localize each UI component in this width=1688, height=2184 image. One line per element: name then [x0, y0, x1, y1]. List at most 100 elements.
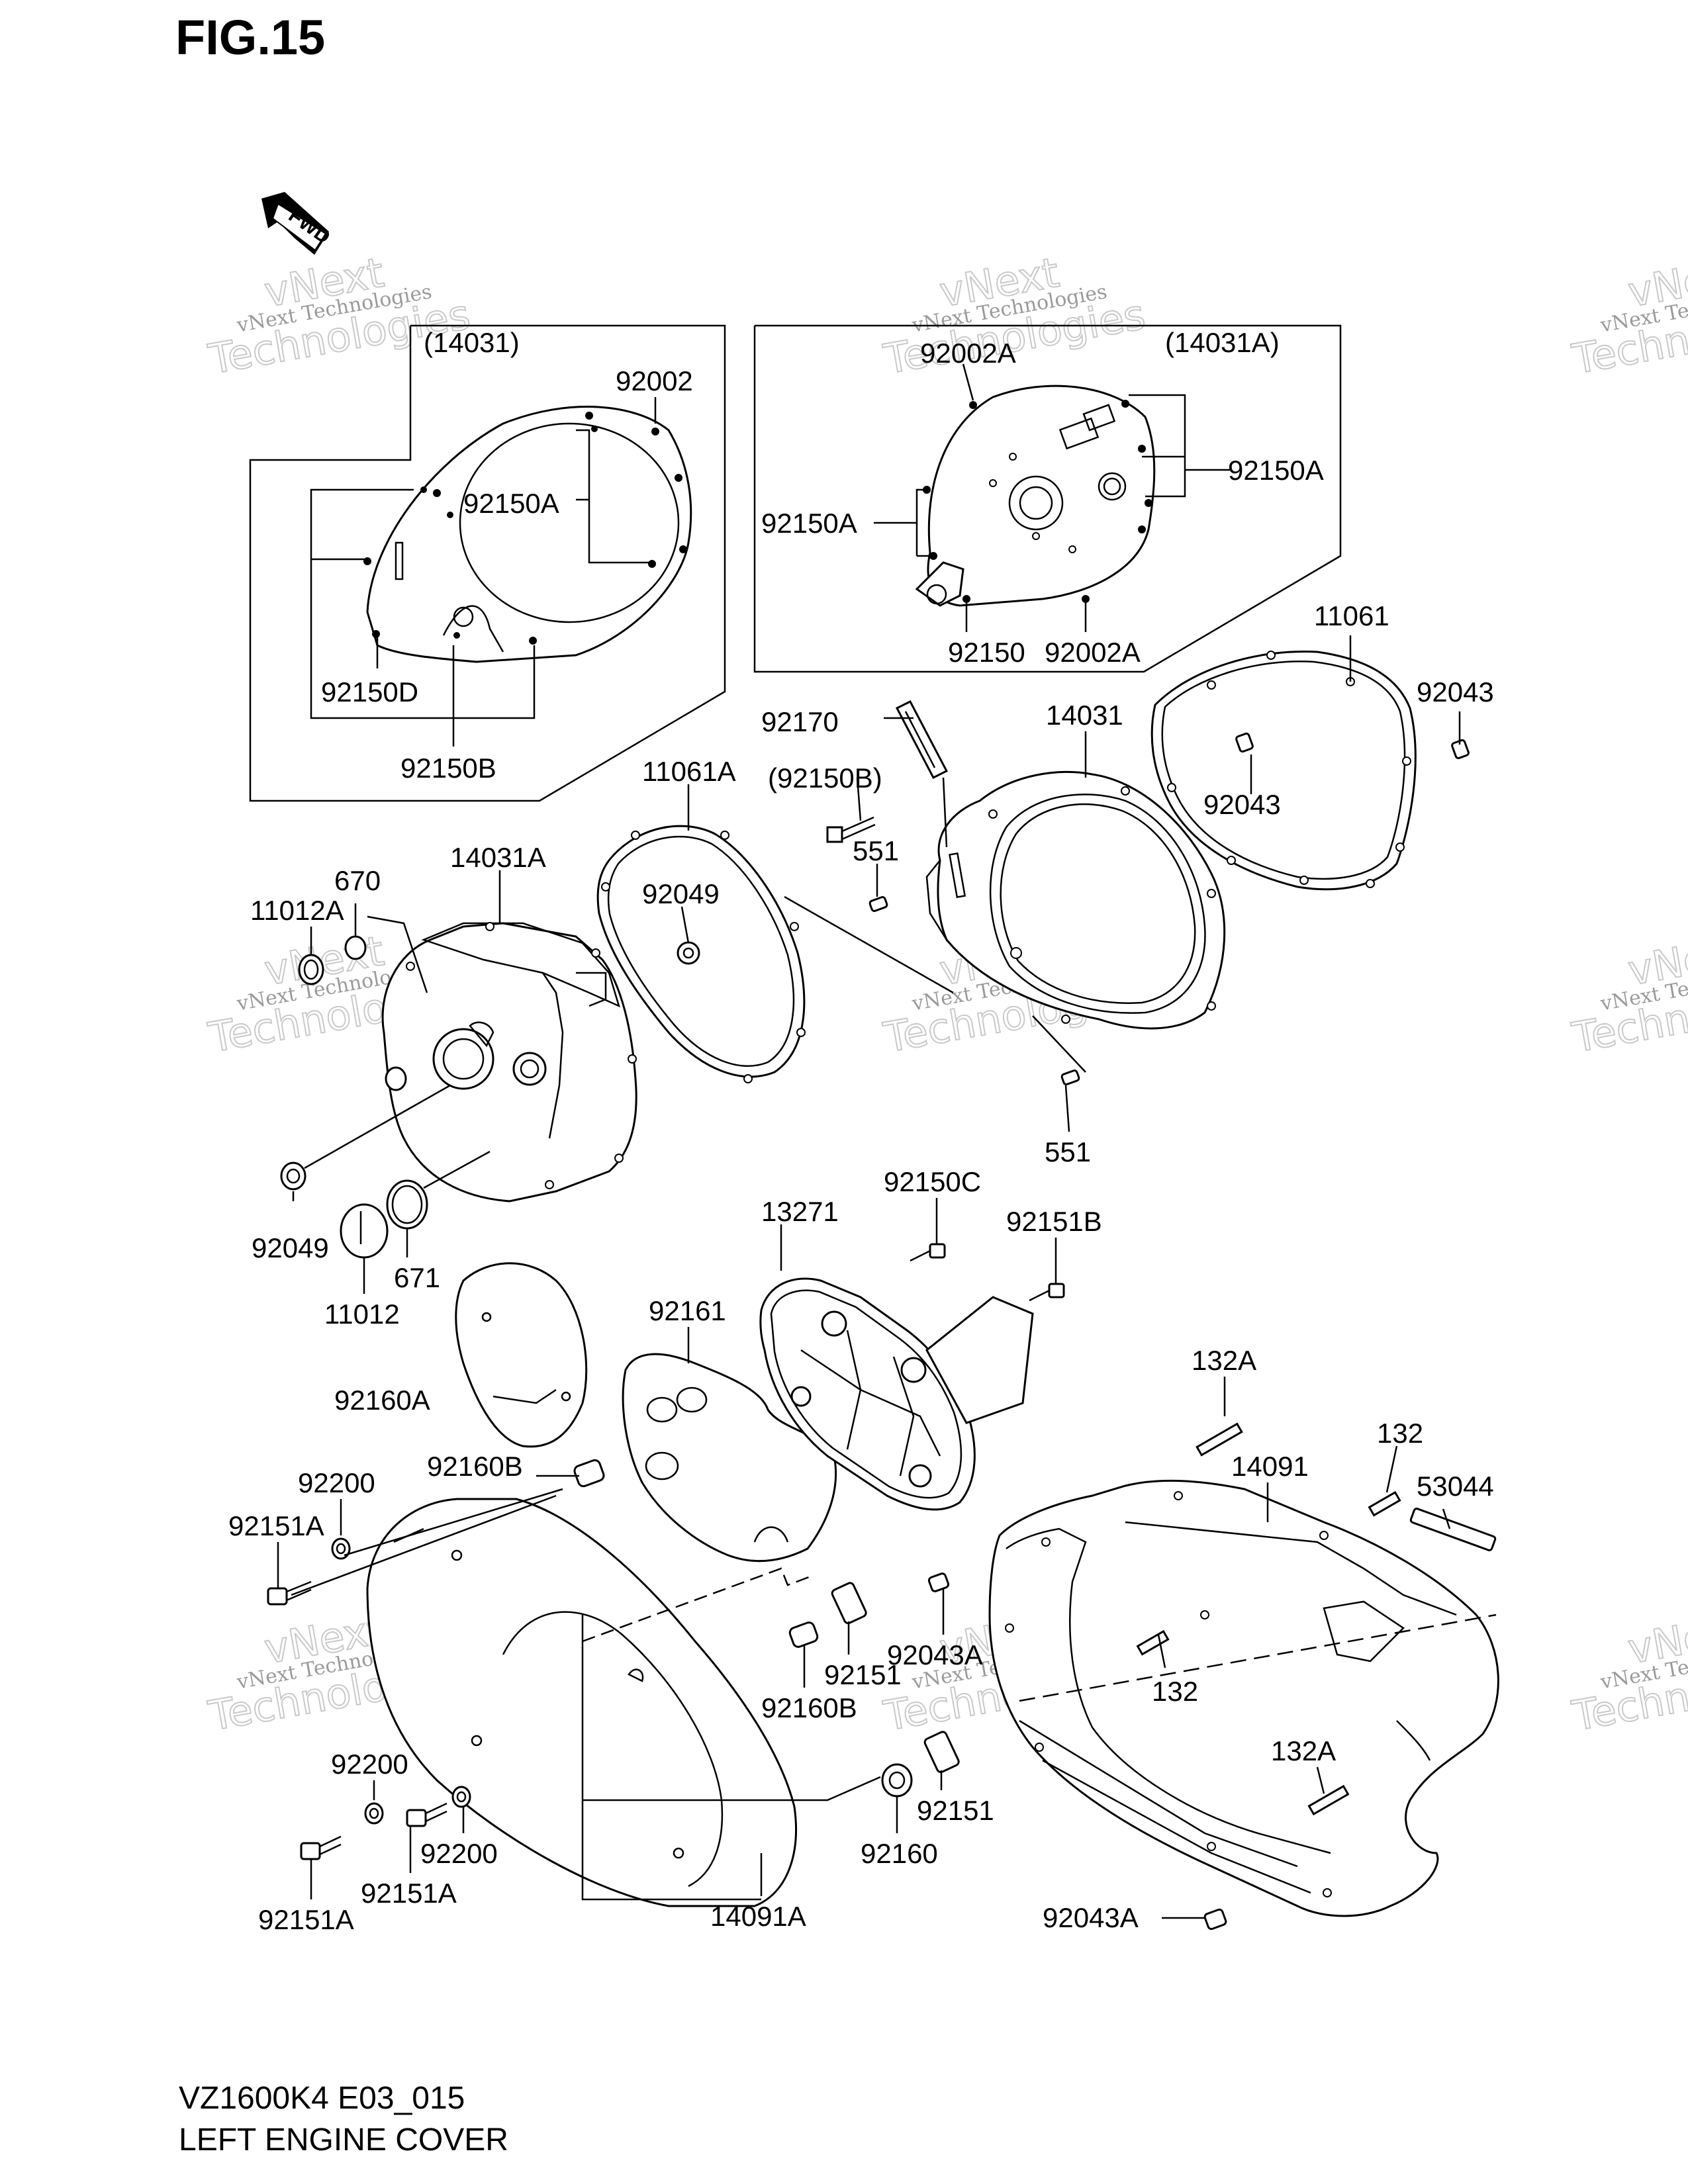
label-92151A-mid: 92151A: [361, 1878, 457, 1909]
damper-92161: [622, 1353, 837, 1563]
label-92160A: 92160A: [334, 1385, 430, 1416]
watermark-1: vNext vNext Technologies Technologies: [204, 248, 474, 385]
footer-model-code: VZ1600K4 E03_015: [179, 2081, 465, 2116]
label-92151B: 92151B: [1006, 1206, 1102, 1237]
label-92150: 92150: [948, 637, 1025, 668]
label-92150A-right: 92150A: [1228, 455, 1324, 486]
o-ring-671: [386, 1179, 428, 1230]
label-92002: 92002: [616, 365, 693, 396]
label-132-mid: 132: [1152, 1676, 1198, 1707]
watermark-6: vNext vNext Technologies Technologies: [1568, 926, 1688, 1063]
label-92150B: 92150B: [400, 752, 496, 784]
bolt-92150C: [910, 1243, 946, 1262]
bolt-92151A-top: [267, 1580, 312, 1606]
spacer-92151-bot: [923, 1731, 960, 1774]
washer-92200-mid: [364, 1802, 384, 1825]
label-92170: 92170: [761, 706, 839, 737]
dowel-pin-92043-b: [1235, 732, 1254, 753]
o-ring-670: [344, 935, 367, 960]
plug-11012A: [298, 954, 324, 985]
inset-14031A: [753, 324, 1342, 673]
dowel-pin-551-b: [1060, 1069, 1080, 1085]
label-53044: 53044: [1417, 1471, 1494, 1502]
figure-title: FIG.15: [175, 10, 326, 65]
plate-13271: [759, 1277, 1034, 1511]
label-92150B-paren: (92150B): [768, 762, 882, 794]
inset-14031: [249, 324, 726, 802]
label-92150A-mid: 92150A: [761, 508, 857, 539]
dowel-pin-92043A-mid: [927, 1572, 950, 1592]
label-92043A-bottom: 92043A: [1043, 1902, 1139, 1933]
damper-92160: [881, 1763, 913, 1797]
label-92043-mid: 92043: [1203, 789, 1281, 820]
label-14031A: 14031A: [450, 842, 546, 873]
label-92049-bottom: 92049: [252, 1232, 329, 1263]
label-92002A-bottom: 92002A: [1045, 637, 1141, 668]
label-551-top: 551: [853, 835, 899, 866]
bolt-92150B: [826, 816, 876, 843]
watermark-3: vNext vNext Technologies Technologies: [1568, 248, 1688, 385]
label-92002A-top: 92002A: [920, 338, 1016, 369]
label-132-top: 132: [1377, 1418, 1423, 1449]
damper-92160B-top: [573, 1459, 605, 1488]
bolt-132-mid: [1136, 1629, 1170, 1656]
dowel-pin-92043A-bot: [1203, 1908, 1227, 1931]
label-92151-mid: 92151: [824, 1659, 902, 1690]
label-14091A: 14091A: [710, 1901, 806, 1932]
label-11061: 11061: [1314, 600, 1389, 631]
bracket-92170: [895, 700, 949, 779]
leader-lines: [277, 363, 1497, 1919]
label-671: 671: [394, 1262, 440, 1293]
bolt-132A-top: [1196, 1422, 1243, 1457]
bolt-92151A-mid: [406, 1802, 447, 1827]
label-92150A-left: 92150A: [463, 488, 559, 519]
label-92200-mid: 92200: [331, 1749, 408, 1780]
label-132A-mid: 132A: [1271, 1735, 1336, 1766]
label-92160: 92160: [861, 1838, 938, 1869]
callout-labels: (14031) 92002 92150A 92150D 92150B (1403…: [228, 327, 1494, 1935]
bolt-132A-bot: [1307, 1784, 1350, 1816]
gasket-11061A: [596, 825, 806, 1083]
washer-92200-bot: [451, 1786, 471, 1808]
label-11061A: 11061A: [642, 756, 736, 787]
oil-seal-92049: [280, 1161, 306, 1191]
label-14031: 14031: [1046, 700, 1123, 731]
label-11012: 11012: [324, 1298, 400, 1330]
label-670: 670: [334, 865, 381, 896]
pad-92160A: [455, 1262, 588, 1448]
label-92200-bottom: 92200: [420, 1838, 498, 1869]
label-92151A-bottom: 92151A: [258, 1904, 354, 1935]
label-92160B-mid: 92160B: [761, 1692, 857, 1723]
label-92151-bottom: 92151: [917, 1795, 994, 1826]
label-13271: 13271: [761, 1196, 839, 1227]
label-551-bottom: 551: [1045, 1136, 1091, 1167]
label-14091: 14091: [1231, 1451, 1309, 1482]
label-11012A: 11012A: [250, 895, 344, 926]
label-92161: 92161: [649, 1295, 726, 1326]
fwd-arrow-icon: FWD: [261, 192, 334, 255]
label-92160B-top: 92160B: [427, 1451, 523, 1482]
rod-53044: [1409, 1508, 1497, 1551]
label-92200-top: 92200: [298, 1467, 375, 1498]
dowel-pin-92043-a: [1451, 739, 1470, 760]
washer-92200-top: [331, 1537, 351, 1560]
label-14031-inset: (14031): [424, 327, 520, 358]
label-92151A-top: 92151A: [228, 1510, 324, 1541]
label-92043-top: 92043: [1417, 676, 1494, 707]
cover-14091: [988, 1479, 1499, 1917]
label-132A-top: 132A: [1192, 1345, 1256, 1376]
watermark-9: vNext vNext Technologies Technologies: [1568, 1604, 1688, 1741]
spacer-92151-mid: [831, 1582, 867, 1625]
bolt-92151A-bot: [300, 1835, 342, 1860]
label-92043A-mid: 92043A: [887, 1639, 983, 1670]
label-92150C: 92150C: [884, 1166, 981, 1197]
label-92150D: 92150D: [321, 676, 418, 707]
cover-14031: [925, 770, 1226, 1030]
label-14031A-inset: (14031A): [1165, 327, 1280, 358]
cover-14091A: [366, 1498, 797, 1907]
bolt-92151B: [1029, 1283, 1065, 1302]
footer-diagram-name: LEFT ENGINE COVER: [179, 2122, 508, 2158]
plug-11012: [340, 1203, 389, 1259]
